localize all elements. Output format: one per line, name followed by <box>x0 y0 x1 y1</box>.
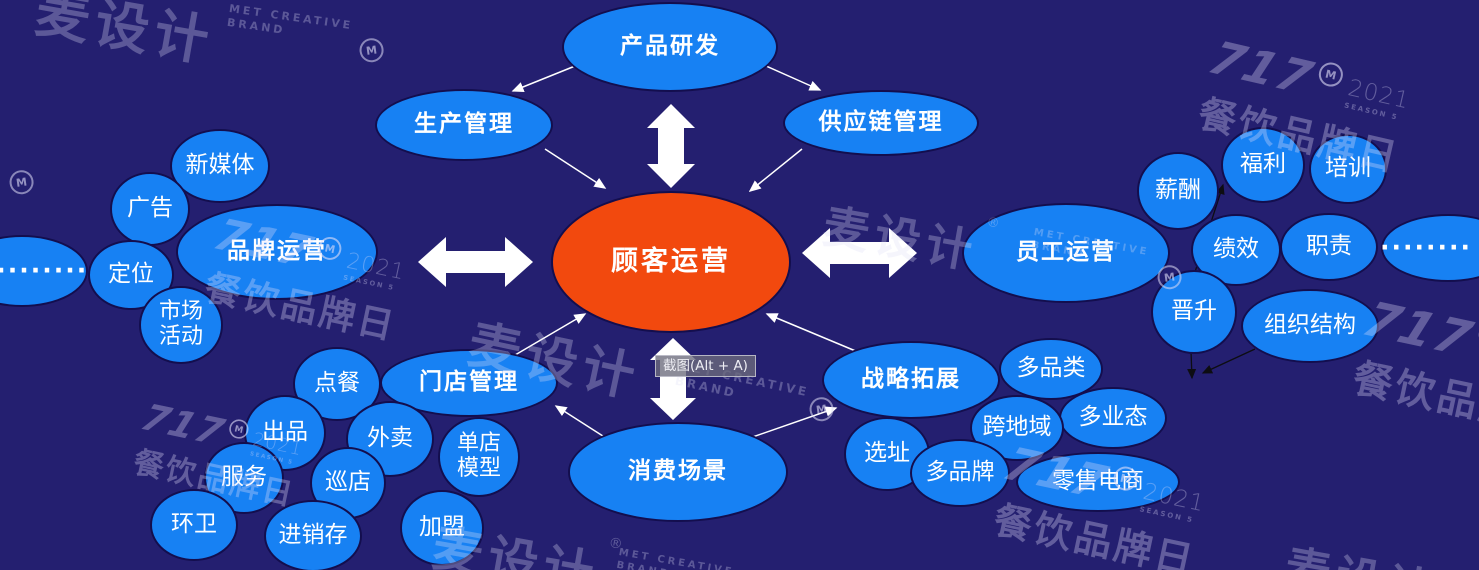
node-label: 定位 <box>108 261 154 288</box>
node-label: 员工运营 <box>1016 239 1116 266</box>
node-multi-format: 多业态 <box>1059 387 1167 449</box>
node-label: 门店管理 <box>419 369 519 396</box>
flow-arrow <box>509 313 587 359</box>
node-label: 市场 活动 <box>158 299 203 349</box>
screenshot-shortcut-tooltip: 截图(Alt + A) <box>655 355 756 377</box>
node-label: 顾客运营 <box>611 245 731 277</box>
node-label: ········· <box>0 256 100 285</box>
node-label: 生产管理 <box>414 111 514 138</box>
node-label: 职责 <box>1306 233 1352 260</box>
node-label: 环卫 <box>171 511 217 538</box>
node-product-rd: 产品研发 <box>562 2 778 92</box>
node-label: 晋升 <box>1171 298 1217 325</box>
node-label: ········ <box>1380 233 1472 262</box>
node-new-media: 新媒体 <box>170 129 270 203</box>
flow-arrow <box>756 61 822 91</box>
leader-arrow <box>1201 348 1256 374</box>
node-brand-operations: 品牌运营 <box>176 204 378 300</box>
node-org-structure: 组织结构 <box>1241 289 1379 363</box>
node-welfare: 福利 <box>1221 127 1305 203</box>
leader-arrow <box>1187 350 1197 380</box>
node-label: 供应链管理 <box>818 109 944 136</box>
node-label: 组织结构 <box>1264 312 1356 339</box>
node-dots-right: ········ <box>1380 214 1479 282</box>
node-sanitation: 环卫 <box>150 489 238 561</box>
node-label: 巡店 <box>325 469 371 496</box>
node-label: 绩效 <box>1213 236 1259 263</box>
node-label: 出品 <box>262 419 308 446</box>
flow-arrow <box>544 148 607 189</box>
node-production-mgmt: 生产管理 <box>375 89 553 161</box>
node-multi-category: 多品类 <box>999 338 1103 400</box>
node-promotion: 晋升 <box>1151 270 1237 354</box>
node-label: 进销存 <box>278 522 348 549</box>
node-dots-left: ········· <box>0 235 98 307</box>
node-supply-chain: 供应链管理 <box>783 90 979 156</box>
node-label: 单店 模型 <box>456 431 501 481</box>
flow-arrow <box>554 405 607 439</box>
node-label: 选址 <box>864 440 910 467</box>
block-arrow <box>418 237 533 287</box>
node-label: 多品类 <box>1016 355 1086 382</box>
node-market-activity: 市场 活动 <box>139 286 223 364</box>
flow-arrow <box>765 313 859 353</box>
node-label: 新媒体 <box>185 152 255 179</box>
node-cross-region: 跨地域 <box>970 395 1064 461</box>
node-inventory: 进销存 <box>264 500 362 570</box>
node-label: 广告 <box>127 195 173 222</box>
node-label: 培训 <box>1325 155 1371 182</box>
node-single-store-model: 单店 模型 <box>438 417 520 497</box>
node-label: 多业态 <box>1078 404 1148 431</box>
node-store-mgmt: 门店管理 <box>380 349 558 417</box>
flow-arrow <box>743 406 838 441</box>
node-customer-operations: 顾客运营 <box>551 191 791 333</box>
node-multi-brand: 多品牌 <box>910 439 1010 507</box>
node-label: 战略拓展 <box>861 366 961 393</box>
node-label: 加盟 <box>419 514 465 541</box>
node-label: 外卖 <box>367 425 413 452</box>
node-franchise: 加盟 <box>400 490 484 566</box>
node-consumption-scene: 消费场景 <box>568 422 788 522</box>
node-strategy-expansion: 战略拓展 <box>822 341 1000 419</box>
node-retail-ecommerce: 零售电商 <box>1016 452 1180 512</box>
node-label: 品牌运营 <box>227 238 327 265</box>
node-advertising: 广告 <box>110 172 190 246</box>
node-label: 福利 <box>1240 151 1286 178</box>
node-staff-operations: 员工运营 <box>962 203 1170 303</box>
node-salary: 薪酬 <box>1137 152 1219 230</box>
flow-arrow <box>748 148 803 192</box>
node-label: 点餐 <box>314 370 360 397</box>
node-label: 消费场景 <box>628 458 728 485</box>
node-label: 跨地域 <box>982 414 1052 441</box>
node-duty: 职责 <box>1280 213 1378 281</box>
node-label: 零售电商 <box>1052 468 1144 495</box>
block-arrow <box>647 104 695 188</box>
node-label: 多品牌 <box>925 459 995 486</box>
node-label: 产品研发 <box>620 33 720 60</box>
node-label: 薪酬 <box>1155 177 1201 204</box>
node-label: 服务 <box>221 464 267 491</box>
node-training: 培训 <box>1309 134 1387 204</box>
block-arrow <box>802 228 917 278</box>
